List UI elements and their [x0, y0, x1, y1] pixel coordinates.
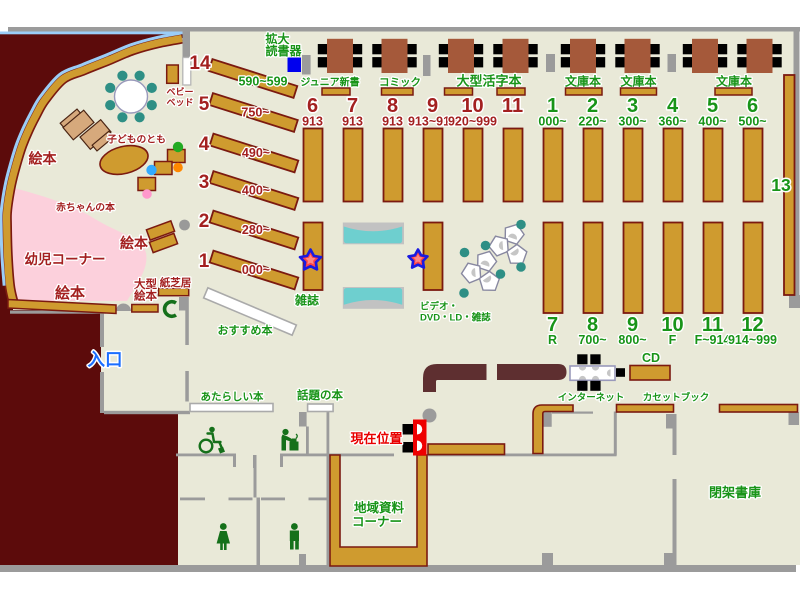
svg-text:8: 8 [387, 95, 398, 117]
svg-text:紙芝居: 紙芝居 [160, 276, 192, 289]
svg-text:子どものとも: 子どものとも [107, 133, 166, 146]
svg-text:話題の本: 話題の本 [297, 388, 343, 402]
svg-text:ビデオ・: ビデオ・ [420, 301, 458, 313]
svg-text:400~: 400~ [242, 184, 270, 198]
svg-text:現在位置: 現在位置 [350, 431, 402, 446]
svg-text:1: 1 [547, 95, 558, 117]
svg-text:913: 913 [342, 115, 363, 129]
svg-text:14: 14 [189, 53, 211, 74]
svg-text:文庫本: 文庫本 [565, 74, 601, 89]
svg-text:あたらしい本: あたらしい本 [201, 390, 264, 403]
svg-text:590~599: 590~599 [238, 75, 287, 89]
svg-text:拡大: 拡大 [266, 31, 290, 46]
svg-text:220~: 220~ [578, 115, 606, 129]
svg-text:コミック: コミック [379, 77, 421, 89]
svg-text:4: 4 [667, 95, 679, 117]
svg-text:3: 3 [199, 172, 210, 193]
svg-text:雑誌: 雑誌 [294, 293, 319, 308]
svg-text:大型: 大型 [134, 277, 157, 291]
svg-text:490~: 490~ [242, 146, 270, 160]
svg-text:地域資料: 地域資料 [354, 500, 405, 515]
svg-text:CD: CD [642, 351, 660, 365]
svg-text:ジュニア新書: ジュニア新書 [300, 76, 359, 89]
svg-text:4: 4 [199, 134, 210, 155]
svg-text:000~: 000~ [538, 115, 566, 129]
svg-text:F~914: F~914 [695, 333, 731, 347]
svg-text:カセットブック: カセットブック [643, 392, 710, 404]
svg-text:500~: 500~ [738, 115, 766, 129]
svg-text:9: 9 [427, 95, 438, 117]
svg-text:913~919: 913~919 [408, 115, 457, 129]
svg-text:R: R [548, 333, 557, 347]
svg-text:2: 2 [587, 95, 598, 117]
svg-text:文庫本: 文庫本 [716, 74, 752, 89]
svg-text:10: 10 [461, 95, 483, 117]
svg-text:インターネット: インターネット [558, 392, 625, 404]
svg-text:おすすめ本: おすすめ本 [218, 323, 273, 337]
svg-text:2: 2 [199, 211, 210, 232]
svg-text:3: 3 [627, 95, 638, 117]
svg-text:11: 11 [502, 95, 523, 117]
svg-text:5: 5 [199, 94, 210, 115]
svg-text:913: 913 [382, 115, 403, 129]
svg-text:F: F [669, 333, 677, 347]
svg-text:13: 13 [771, 175, 791, 195]
svg-text:6: 6 [747, 95, 758, 117]
svg-text:ベッド: ベッド [167, 98, 194, 108]
svg-text:読書器: 読書器 [266, 43, 303, 58]
svg-text:9: 9 [627, 314, 638, 336]
svg-text:絵本: 絵本 [55, 284, 85, 302]
svg-text:000~: 000~ [242, 263, 270, 277]
svg-text:400~: 400~ [698, 115, 726, 129]
svg-text:360~: 360~ [658, 115, 686, 129]
svg-text:1: 1 [199, 251, 210, 272]
svg-text:7: 7 [347, 95, 358, 117]
svg-text:750~: 750~ [241, 106, 269, 120]
svg-text:920~999: 920~999 [448, 115, 497, 129]
svg-text:絵本: 絵本 [120, 235, 149, 251]
svg-text:913: 913 [302, 115, 323, 129]
svg-text:ベビー: ベビー [167, 86, 194, 97]
svg-text:800~: 800~ [618, 333, 646, 347]
svg-text:幼児コーナー: 幼児コーナー [25, 251, 106, 267]
svg-text:8: 8 [587, 314, 598, 336]
svg-text:914~999: 914~999 [728, 333, 777, 347]
svg-text:10: 10 [661, 314, 683, 336]
svg-text:12: 12 [741, 314, 763, 336]
svg-text:絵本: 絵本 [29, 151, 58, 167]
svg-text:文庫本: 文庫本 [620, 74, 656, 89]
svg-text:赤ちゃんの本: 赤ちゃんの本 [56, 201, 115, 214]
svg-text:6: 6 [307, 95, 318, 117]
svg-text:DVD・LD・雑誌: DVD・LD・雑誌 [420, 312, 491, 324]
svg-text:280~: 280~ [242, 223, 270, 237]
svg-text:7: 7 [547, 314, 558, 336]
svg-text:閉架書庫: 閉架書庫 [709, 485, 761, 500]
svg-text:入口: 入口 [88, 350, 123, 370]
svg-text:大型活字本: 大型活字本 [456, 74, 521, 89]
svg-text:11: 11 [702, 314, 723, 336]
svg-text:5: 5 [707, 95, 718, 117]
svg-text:700~: 700~ [578, 333, 606, 347]
svg-text:コーナー: コーナー [352, 515, 402, 529]
svg-text:絵本: 絵本 [134, 289, 157, 303]
svg-text:300~: 300~ [618, 115, 646, 129]
